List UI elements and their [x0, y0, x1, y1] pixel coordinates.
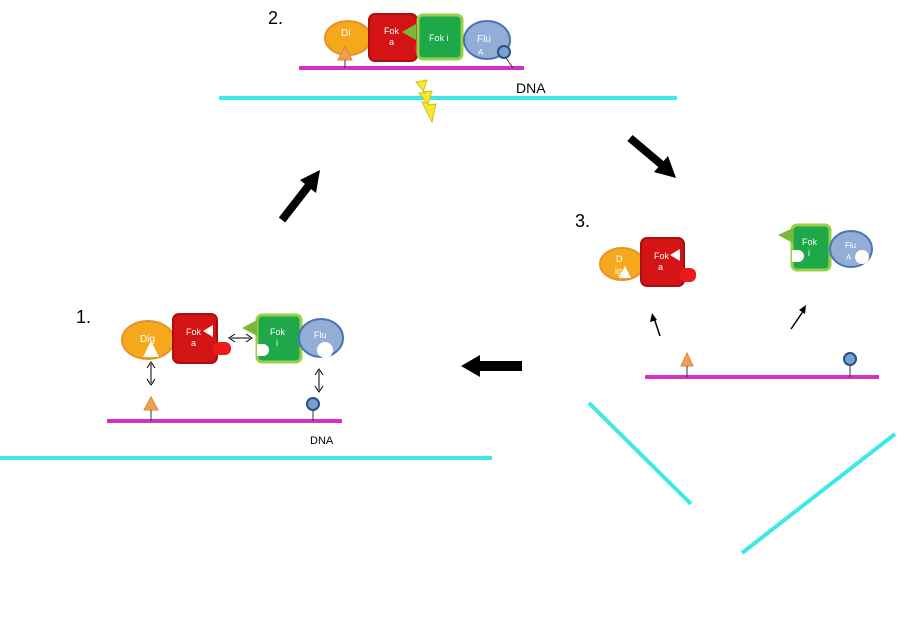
step-1-flu-bead — [306, 397, 320, 411]
step-3-fok-i-pocket — [792, 250, 804, 262]
step-1-number: 1. — [76, 307, 91, 327]
step-3-flu-label-2: A — [846, 253, 852, 262]
step-1-fok-a-notch — [203, 325, 213, 337]
step-1-fok-i-pocket — [257, 344, 269, 356]
step-3-fok-i-notch — [778, 228, 793, 243]
step-2-fok-a-label-1: Fok — [384, 26, 400, 36]
step-1-fok-a-label-2: a — [191, 338, 196, 348]
step-2-group: 2. Di Fok a Fok i Flu A DNA — [219, 8, 677, 124]
step-1-fok-a-label-1: Fok — [186, 327, 202, 337]
step-3-fok-a-domain — [640, 237, 685, 287]
step-1-dig-binding-double-arrow-icon — [146, 361, 156, 386]
step-2-flu-linker — [505, 57, 514, 69]
step-1-dig-label: Dig — [140, 334, 155, 345]
step-3-fok-a-label-2: a — [658, 262, 663, 272]
step-3-dig-pocket — [619, 266, 631, 278]
step-1-fok-i-notch — [242, 320, 257, 336]
step-3-flu-label-1: Flu — [845, 241, 856, 250]
step-2-fok-i-notch — [402, 24, 416, 40]
cleavage-lightning-icon — [415, 79, 437, 124]
step-3-dig-label-2: ig — [615, 266, 622, 276]
step-2-number: 2. — [268, 8, 283, 28]
step-1-flu-binding-double-arrow-icon — [314, 368, 324, 393]
step-1-group: 1. Dig Fok a Fok i Flu — [0, 307, 492, 460]
step-3-group: 3. D ig Fok a Fok i Flu A — [575, 211, 897, 555]
step-1-fok-i-label-2: i — [276, 338, 278, 348]
step-1-dna-label: DNA — [310, 435, 334, 447]
step-2-fok-i-domain — [416, 13, 464, 61]
step-3-fok-i-label-2: i — [808, 248, 810, 258]
step-1-dig-hapten-triangle — [143, 395, 159, 411]
step-3-dig-hapten-triangle — [680, 351, 694, 367]
step-2-flu-bead — [497, 45, 511, 59]
step-3-dna-fragment-left — [587, 401, 693, 506]
step-2-flu-label-2: A — [478, 48, 484, 57]
arrow-step1-to-step2-icon — [278, 170, 320, 223]
step-3-release-arrow-right-icon — [790, 305, 806, 330]
step-3-release-arrow-left-icon — [650, 313, 661, 337]
step-3-fok-i-label-1: Fok — [802, 237, 818, 247]
arrow-step3-to-step1-icon — [461, 355, 522, 377]
step-2-fok-i-label: Fok i — [429, 33, 449, 43]
step-3-number: 3. — [575, 211, 590, 231]
arrow-step2-to-step3-icon — [627, 134, 676, 178]
step-1-flu-label: Flu — [314, 330, 327, 340]
step-3-fok-i-domain — [790, 223, 832, 272]
step-2-dna-label: DNA — [516, 80, 546, 96]
step-1-dimerization-double-arrow-icon — [228, 333, 253, 343]
step-2-flu-label-1: Flu — [477, 34, 491, 45]
step-3-fok-a-knob — [680, 268, 696, 282]
step-3-flu-pocket — [855, 250, 869, 264]
step-3-dna-fragment-right — [740, 432, 897, 555]
step-1-fok-a-domain — [172, 313, 218, 364]
step-1-fok-a-knob — [213, 342, 231, 355]
step-3-fok-a-label-1: Fok — [654, 251, 670, 261]
step-3-dig-label-1: D — [616, 254, 623, 264]
step-1-flu-pocket — [317, 342, 333, 358]
step-3-fok-a-notch — [670, 249, 680, 261]
step-1-fok-i-label-1: Fok — [270, 327, 286, 337]
step-3-flu-bead — [843, 352, 857, 366]
step-2-dig-label: Di — [341, 28, 350, 39]
step-1-dig-pocket — [143, 341, 159, 357]
step-2-fok-a-label-2: a — [389, 37, 394, 47]
cycle-arrows — [278, 134, 676, 377]
